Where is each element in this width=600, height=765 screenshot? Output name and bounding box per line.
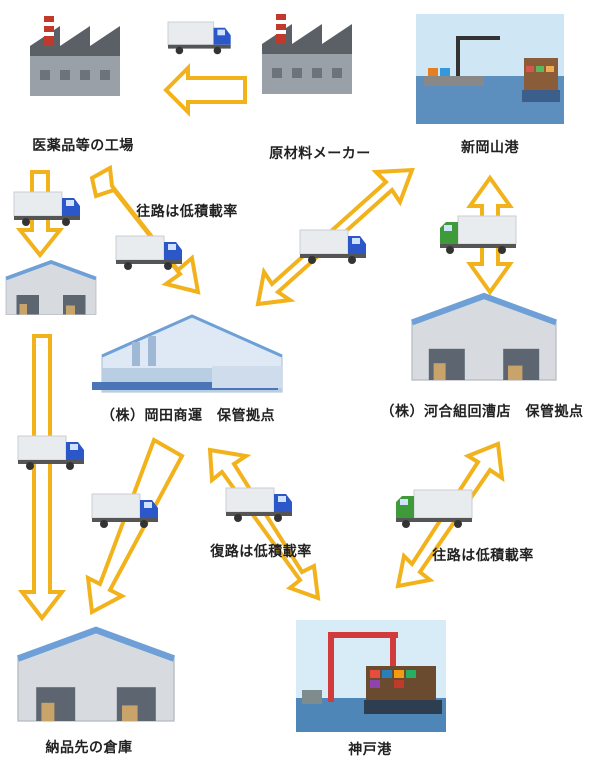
arrow-maker-to-factory	[163, 63, 247, 117]
arrow-okada-kobe	[207, 447, 321, 601]
shin-okayama-port-image	[416, 14, 564, 124]
raw-maker-factory-icon	[262, 14, 352, 94]
truck-icon	[299, 229, 367, 265]
note-outbound-low-load-top: 往路は低積載率	[136, 204, 238, 220]
kobe-port-image	[296, 620, 446, 732]
warehouse-icon	[4, 260, 98, 317]
factory-icon	[30, 16, 120, 96]
note-return-low-load: 復路は低積載率	[210, 544, 312, 560]
truck-icon	[395, 489, 473, 529]
node-label-delivery-warehouse: 納品先の倉庫	[45, 740, 133, 756]
node-label-kawai-gumi: （株）河合組回漕店 保管拠点	[380, 404, 584, 420]
node-label-kobe-port: 神戸港	[348, 742, 392, 758]
arrow-okada-delivery	[85, 437, 185, 616]
okada-warehouse-icon	[92, 314, 283, 393]
delivery-warehouse-icon	[18, 630, 174, 721]
truck-icon	[167, 21, 232, 55]
arrow-factory-okada	[89, 164, 201, 295]
kawai-warehouse-icon	[412, 296, 556, 380]
node-label-factory: 医薬品等の工場	[32, 138, 134, 154]
arrow-left-down	[17, 334, 67, 622]
node-label-raw-maker: 原材料メーカー	[269, 146, 371, 162]
truck-icon	[439, 215, 517, 255]
node-label-shin-okayama-port: 新岡山港	[461, 140, 519, 156]
node-label-okada-unyu: （株）岡田商運 保管拠点	[101, 408, 275, 424]
note-outbound-low-load-bottom: 往路は低積載率	[432, 548, 534, 564]
